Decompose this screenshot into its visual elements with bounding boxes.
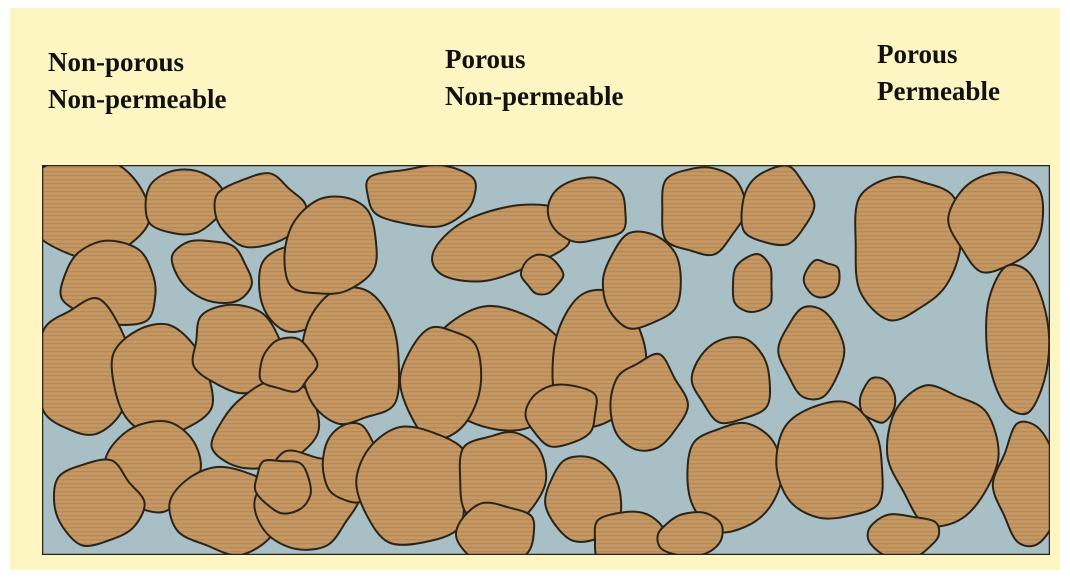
- sediment-grain: [776, 401, 882, 518]
- label-line: Non-permeable: [48, 81, 226, 118]
- label-line: Non-porous: [48, 44, 226, 81]
- label-porous-non-permeable: Porous Non-permeable: [445, 41, 623, 115]
- sediment-grain: [860, 377, 895, 422]
- label-line: Permeable: [877, 73, 1000, 110]
- label-porous-permeable: Porous Permeable: [877, 36, 1000, 110]
- figure-panel: Non-porous Non-permeable Porous Non-perm…: [10, 8, 1060, 570]
- sediment-grain: [804, 260, 840, 298]
- sediment-grain: [733, 254, 772, 312]
- label-line: Porous: [445, 41, 623, 78]
- sediment-grain: [868, 514, 940, 555]
- label-line: Non-permeable: [445, 78, 623, 115]
- sediment-grain: [356, 426, 467, 544]
- sediment-grain: [548, 177, 626, 242]
- sediment-grain: [366, 165, 476, 227]
- label-non-porous-non-permeable: Non-porous Non-permeable: [48, 44, 226, 118]
- sediment-grain: [301, 287, 399, 424]
- grain-diagram: [42, 165, 1050, 555]
- label-line: Porous: [877, 36, 1000, 73]
